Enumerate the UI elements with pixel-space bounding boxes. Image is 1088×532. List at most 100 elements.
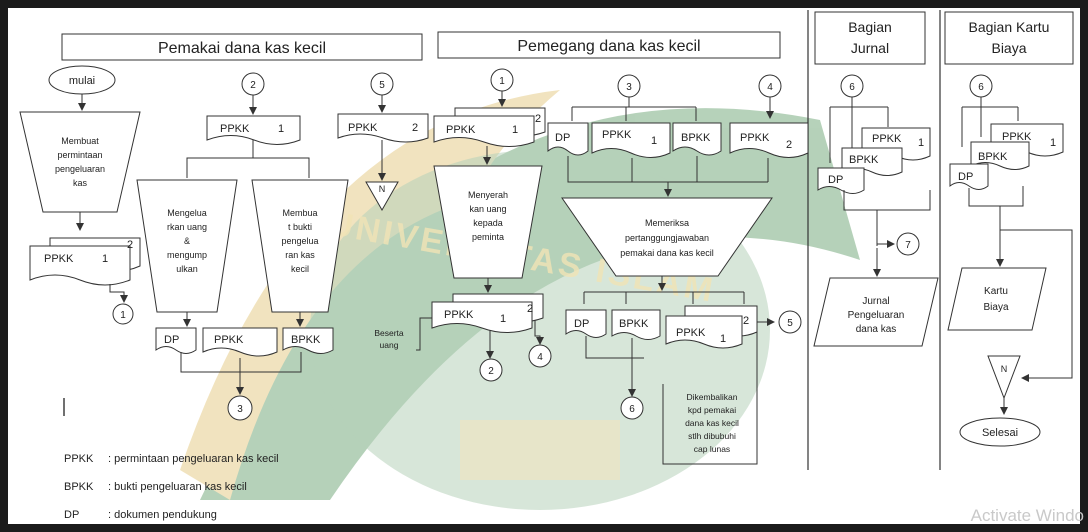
legend-desc-bpkk: : bukti pengeluaran kas kecil: [108, 481, 247, 493]
svg-text:N: N: [1001, 364, 1008, 374]
doc-number: 1: [102, 253, 108, 265]
svg-text:2: 2: [412, 122, 418, 134]
process-memeriksa-text: Memeriksa pertanggungjawaban pemakai dan…: [620, 218, 714, 258]
process-membuat-text: Membuat permintaan pengeluaran kas: [55, 136, 105, 188]
svg-text:Biaya: Biaya: [983, 302, 1008, 313]
document-ppkk-stack-3: [431, 293, 544, 333]
svg-text:1: 1: [720, 333, 726, 345]
connector-7: [896, 232, 920, 256]
svg-text:6: 6: [849, 82, 855, 93]
legend-desc-dp: : dokumen pendukung: [108, 509, 217, 521]
doc-number: 2: [127, 239, 133, 251]
legend-desc-ppkk: : permintaan pengeluaran kas kecil: [108, 453, 279, 465]
svg-text:pertanggungjawaban: pertanggungjawaban: [625, 233, 709, 243]
svg-text:Memeriksa: Memeriksa: [645, 218, 689, 228]
connector-5-right: [778, 310, 802, 334]
process-mengeluarkan-uang: [136, 179, 238, 313]
svg-text:Dikembalikan: Dikembalikan: [686, 392, 737, 402]
header-jurnal-2: Jurnal: [851, 40, 889, 56]
svg-text:stlh dibubuhi: stlh dibubuhi: [688, 431, 736, 441]
svg-text:uang: uang: [380, 340, 399, 350]
svg-text:DP: DP: [164, 334, 179, 346]
doc-label: PPKK: [44, 253, 74, 265]
svg-text:1: 1: [120, 310, 126, 321]
connector-3: [227, 395, 253, 421]
svg-text:1: 1: [918, 137, 924, 149]
svg-text:t bukti: t bukti: [288, 222, 312, 232]
start-label: mulai: [69, 75, 95, 87]
svg-text:PPKK: PPKK: [444, 309, 474, 321]
svg-text:kan uang: kan uang: [469, 204, 506, 214]
svg-text:4: 4: [767, 82, 773, 93]
svg-text:DP: DP: [958, 171, 973, 183]
document-dp-2: [547, 122, 589, 156]
svg-text:kpd pemakai: kpd pemakai: [688, 405, 736, 415]
svg-text:peminta: peminta: [472, 232, 504, 242]
svg-text:kepada: kepada: [473, 218, 503, 228]
svg-text:ulkan: ulkan: [176, 264, 198, 274]
header-box-pemegang: [437, 31, 781, 59]
svg-text:1: 1: [651, 135, 657, 147]
svg-text:1: 1: [1050, 137, 1056, 149]
svg-text:2: 2: [250, 80, 256, 91]
document-dp-3: [565, 309, 607, 338]
svg-text:2: 2: [786, 139, 792, 151]
document-stack-jurnal: [817, 127, 931, 194]
svg-text:PPKK: PPKK: [602, 129, 632, 141]
svg-text:4: 4: [537, 352, 543, 363]
svg-text:1: 1: [499, 76, 505, 87]
connector-1: [112, 303, 134, 325]
column-dividers: [807, 10, 941, 470]
process-membuat-permintaan: [19, 111, 141, 213]
process-menyerahkan-uang: [433, 165, 543, 279]
svg-text:PPKK: PPKK: [220, 123, 250, 135]
legend: PPKK : permintaan pengeluaran kas kecil …: [64, 453, 279, 521]
header-pemakai: Pemakai dana kas kecil: [158, 40, 326, 57]
header-jurnal-1: Bagian: [848, 19, 892, 35]
svg-text:rkan uang: rkan uang: [167, 222, 207, 232]
svg-text:Pengeluaran: Pengeluaran: [848, 310, 905, 321]
process-membuat-bukti: [251, 179, 349, 313]
svg-text:Kartu: Kartu: [984, 286, 1008, 297]
document-bpkk-2: [672, 122, 722, 156]
svg-text:N: N: [379, 184, 386, 194]
document-ppkk-6: [729, 122, 809, 158]
record-jurnal-text: Jurnal Pengeluaran dana kas: [848, 296, 905, 335]
svg-text:DP: DP: [574, 318, 589, 330]
note-dikembalikan: Dikembalikan kpd pemakai dana kas kecil …: [685, 392, 739, 454]
document-bpkk-1: [282, 327, 334, 354]
svg-text:PPKK: PPKK: [1002, 131, 1032, 143]
connector-2-bottom: [479, 358, 503, 382]
svg-text:Menyerah: Menyerah: [468, 190, 508, 200]
header-pemegang: Pemegang dana kas kecil: [517, 38, 700, 55]
connector-4-bottom: [528, 344, 552, 368]
svg-text:PPKK: PPKK: [214, 334, 244, 346]
svg-text:2: 2: [527, 303, 533, 315]
svg-text:3: 3: [237, 404, 243, 415]
svg-text:1: 1: [512, 124, 518, 136]
svg-text:cap lunas: cap lunas: [694, 444, 730, 454]
record-kartu-biaya: [947, 267, 1047, 331]
document-ppkk-4: [337, 113, 429, 143]
svg-text:ran kas: ran kas: [285, 250, 315, 260]
document-ppkk-stack-4: [665, 305, 758, 349]
svg-text:pemakai dana kas kecil: pemakai dana kas kecil: [620, 248, 714, 258]
document-ppkk-stack-2: [433, 107, 546, 147]
svg-text:Membuat: Membuat: [61, 136, 99, 146]
end-terminal: [959, 417, 1041, 447]
process-menyerahkan-text: Menyerah kan uang kepada peminta: [468, 190, 508, 242]
header-box-jurnal: [814, 11, 926, 65]
svg-text:dana kas: dana kas: [856, 324, 897, 335]
legend-code-dp: DP: [64, 509, 79, 521]
process-membuat-bukti-text: Membua t bukti pengelua ran kas kecil: [281, 208, 318, 274]
svg-text:2: 2: [488, 366, 494, 377]
svg-text:permintaan: permintaan: [57, 150, 102, 160]
process-memeriksa: [561, 197, 773, 277]
svg-text:BPKK: BPKK: [849, 154, 879, 166]
svg-text:pengelua: pengelua: [281, 236, 318, 246]
document-stack-kartu: [949, 123, 1064, 190]
svg-text:PPKK: PPKK: [676, 327, 706, 339]
legend-code-bpkk: BPKK: [64, 481, 94, 493]
svg-text:1: 1: [500, 313, 506, 325]
